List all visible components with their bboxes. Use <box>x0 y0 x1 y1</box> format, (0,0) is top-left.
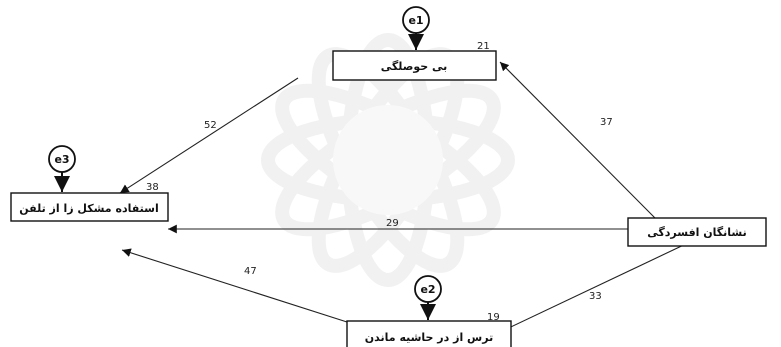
node-use-label: استفاده مشکل زا از تلفن <box>19 202 158 215</box>
error-e3-circle <box>48 145 76 173</box>
error-e1-circle <box>402 6 430 34</box>
error-e2-label: e2 <box>420 283 435 296</box>
coef-depression-to-use: 29 <box>386 218 399 229</box>
node-use-box <box>10 192 169 222</box>
error-e1-label: e1 <box>408 14 423 27</box>
node-fear-box <box>346 320 512 347</box>
node-depression-box <box>627 217 767 247</box>
variance-fear: 19 <box>487 312 500 323</box>
coef-depression-to-boredom: 37 <box>600 117 613 128</box>
coef-depression-to-fear: 33 <box>589 291 602 302</box>
path-depression-to-boredom <box>499 61 656 219</box>
path-boredom-to-use <box>119 77 299 194</box>
error-e2-circle <box>414 275 442 303</box>
variance-boredom: 21 <box>477 41 490 52</box>
path-depression-to-fear <box>495 241 691 335</box>
node-fear-label: ترس از در حاشیه ماندن <box>365 331 493 344</box>
coef-fear-to-use: 47 <box>244 266 257 277</box>
node-boredom-box <box>332 50 497 81</box>
node-depression-label: نشانگان افسردگی <box>647 226 747 239</box>
node-boredom-label: بی حوصلگی <box>381 60 448 73</box>
coef-boredom-to-use: 52 <box>204 120 217 131</box>
path-fear-to-use <box>121 248 348 323</box>
variance-use: 38 <box>146 182 159 193</box>
error-e3-label: e3 <box>54 153 69 166</box>
